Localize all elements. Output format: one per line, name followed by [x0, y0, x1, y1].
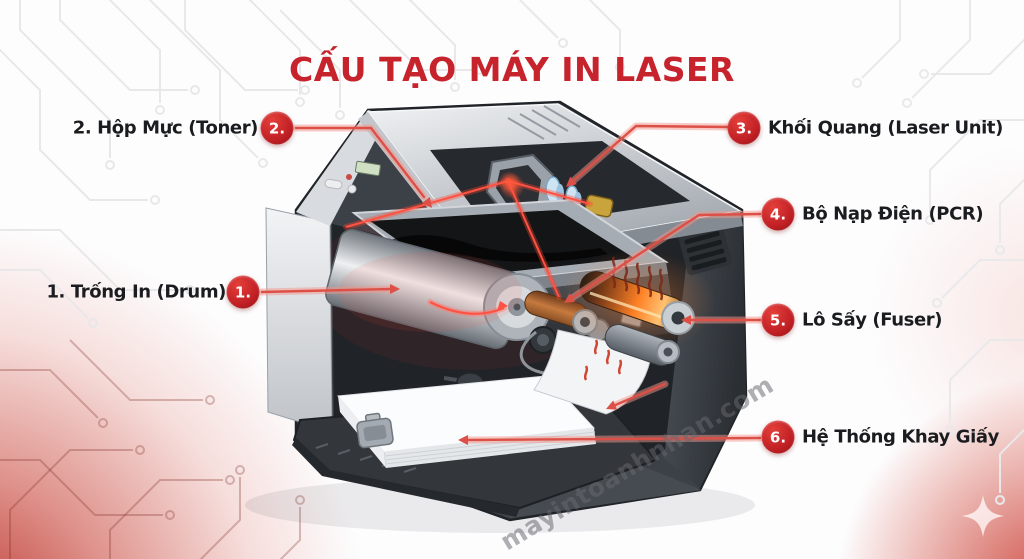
lid-left-slope	[296, 110, 388, 226]
number-badge-2: 2.	[260, 111, 294, 145]
callout-line-6	[464, 436, 762, 442]
callout-label-drum: 1. Trống In (Drum)	[46, 281, 226, 303]
status-display	[354, 160, 381, 177]
panel-button-round	[347, 184, 357, 194]
callout-line-2	[294, 126, 426, 199]
circuit-traces-right	[852, 0, 1024, 505]
callout-label-laser-unit: Khối Quang (Laser Unit)	[768, 117, 1003, 139]
callout-label-fuser: Lô Sấy (Fuser)	[802, 309, 943, 331]
callout-label-pcr: Bộ Nạp Điện (PCR)	[802, 203, 984, 225]
callout-line-1	[260, 287, 394, 294]
circuit-traces-bottom-left	[0, 339, 305, 559]
paper-guide-clip	[356, 412, 394, 449]
heat-waves-bottom	[583, 339, 623, 381]
callout-arrowheads	[390, 176, 691, 445]
number-badge-3: 3.	[727, 111, 761, 145]
callout-line-4	[570, 212, 762, 300]
callout-label-paper-tray: Hệ Thống Khay Giấy	[802, 426, 999, 448]
vent-grill	[678, 224, 733, 276]
number-badge-5: 5.	[761, 303, 795, 337]
callout-lines	[258, 122, 764, 445]
callout-line-3	[570, 124, 730, 184]
panel-button	[324, 178, 343, 190]
lid-vent-stripes	[507, 105, 581, 140]
page-title: CẤU TẠO MÁY IN LASER	[289, 50, 735, 90]
printer-left-face	[265, 207, 333, 433]
circuit-traces-top-left	[0, 0, 625, 328]
callout-label-toner: 2. Hộp Mực (Toner)	[72, 117, 259, 139]
control-panel	[324, 160, 381, 194]
number-badge-4: 4.	[761, 197, 795, 231]
drum-rotation-arrow	[427, 299, 508, 317]
sparkle-icon	[962, 495, 1004, 537]
paper-tray	[292, 372, 658, 517]
number-badge-6: 6.	[761, 420, 795, 454]
power-led	[346, 174, 352, 180]
drum-roller	[325, 228, 551, 350]
number-badge-1: 1.	[226, 275, 260, 309]
paper-path-arrow-line	[611, 382, 667, 408]
